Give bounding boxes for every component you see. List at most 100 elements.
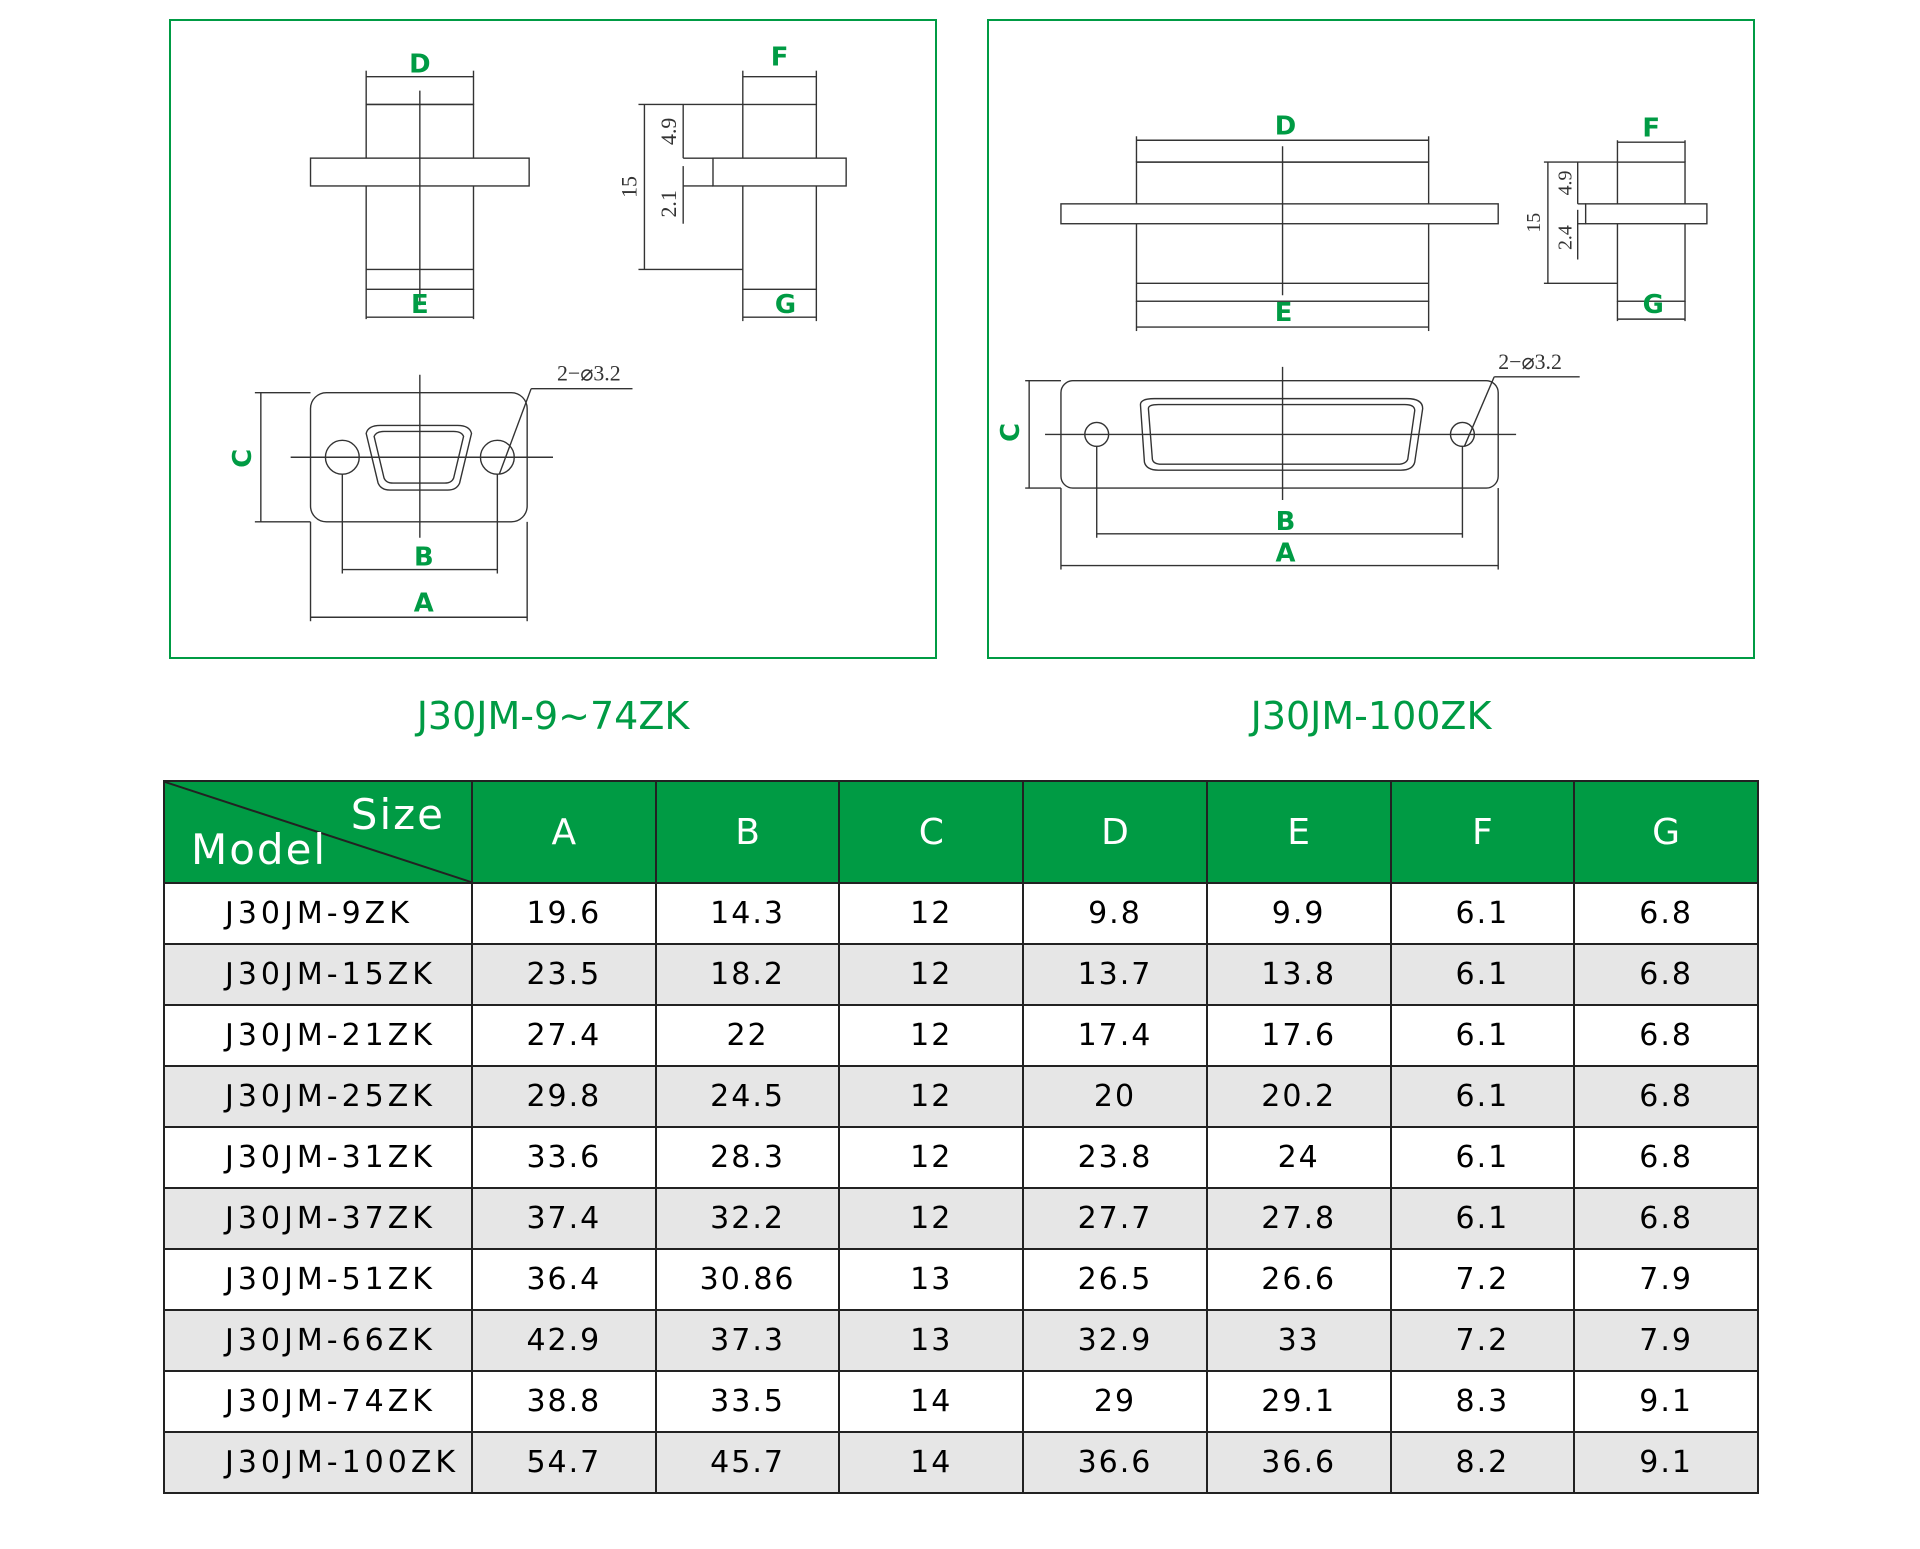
value-cell-g: 6.8 <box>1573 1004 1759 1067</box>
value-cell-d: 27.7 <box>1022 1187 1208 1250</box>
dim-flange: 2.4 <box>1555 225 1577 250</box>
column-header-a: A <box>471 780 657 884</box>
label-e: E <box>1275 298 1293 328</box>
value-cell-e: 17.6 <box>1205 1004 1392 1067</box>
dim-overall: 15 <box>617 176 641 198</box>
value-cell-d: 26.5 <box>1022 1248 1208 1311</box>
header-corner-cell: Size Model <box>163 780 473 884</box>
value-cell-d: 36.6 <box>1022 1431 1208 1494</box>
value-cell-a: 38.8 <box>471 1370 657 1433</box>
value-cell-d: 17.4 <box>1022 1004 1208 1067</box>
value-cell-c: 12 <box>838 943 1025 1006</box>
value-cell-c: 12 <box>838 1187 1025 1250</box>
value-cell-a: 23.5 <box>471 943 657 1006</box>
value-cell-d: 20 <box>1022 1065 1208 1128</box>
label-g: G <box>1643 290 1664 320</box>
value-cell-e: 29.1 <box>1205 1370 1392 1433</box>
value-cell-d: 13.7 <box>1022 943 1208 1006</box>
label-c: C <box>996 423 1026 442</box>
value-cell-a: 29.8 <box>471 1065 657 1128</box>
value-cell-a: 42.9 <box>471 1309 657 1372</box>
model-cell: J30JM-37ZK <box>163 1187 473 1250</box>
value-cell-e: 9.9 <box>1205 882 1392 945</box>
value-cell-e: 13.8 <box>1205 943 1392 1006</box>
model-cell: J30JM-51ZK <box>163 1248 473 1311</box>
value-cell-e: 36.6 <box>1205 1431 1392 1494</box>
side-flange <box>1584 203 1708 225</box>
value-cell-f: 6.1 <box>1389 1004 1576 1067</box>
value-cell-a: 27.4 <box>471 1004 657 1067</box>
value-cell-g: 6.8 <box>1573 1065 1759 1128</box>
label-b: B <box>414 543 434 573</box>
value-cell-a: 54.7 <box>471 1431 657 1494</box>
drawing-panel-100zk: D E F G C B A 15 4.9 2.4 2−⌀3.2 <box>987 19 1755 659</box>
shell-outer-d <box>1139 397 1424 471</box>
value-cell-e: 24 <box>1205 1126 1392 1189</box>
value-cell-a: 37.4 <box>471 1187 657 1250</box>
value-cell-f: 8.3 <box>1389 1370 1576 1433</box>
side-body <box>1616 161 1686 302</box>
shell-outer-d <box>365 424 473 491</box>
front-flange <box>1060 203 1499 225</box>
value-cell-b: 33.5 <box>654 1370 841 1433</box>
caption-100zk: J30JM-100ZK <box>1250 694 1492 738</box>
value-cell-d: 23.8 <box>1022 1126 1208 1189</box>
value-cell-b: 22 <box>654 1004 841 1067</box>
drawing-9-74zk: D E F G C B A 15 4.9 2.1 2−⌀3.2 <box>228 43 847 622</box>
model-cell: J30JM-21ZK <box>163 1004 473 1067</box>
label-d: D <box>409 50 430 80</box>
column-header-b: B <box>654 780 841 884</box>
model-cell: J30JM-25ZK <box>163 1065 473 1128</box>
value-cell-g: 9.1 <box>1573 1370 1759 1433</box>
value-cell-c: 13 <box>838 1248 1025 1311</box>
value-cell-g: 6.8 <box>1573 1126 1759 1189</box>
label-f: F <box>771 43 789 73</box>
value-cell-c: 13 <box>838 1309 1025 1372</box>
value-cell-b: 14.3 <box>654 882 841 945</box>
dim-flange: 2.1 <box>657 190 681 217</box>
dim-top: 4.9 <box>1555 171 1577 196</box>
value-cell-c: 14 <box>838 1370 1025 1433</box>
column-header-g: G <box>1573 780 1759 884</box>
side-flange <box>712 157 847 187</box>
dim-holes: 2−⌀3.2 <box>557 362 621 386</box>
drawing-panel-9-74zk: D E F G C B A 15 4.9 2.1 2−⌀3.2 <box>169 19 937 659</box>
value-cell-e: 27.8 <box>1205 1187 1392 1250</box>
value-cell-d: 32.9 <box>1022 1309 1208 1372</box>
value-cell-g: 6.8 <box>1573 882 1759 945</box>
value-cell-e: 33 <box>1205 1309 1392 1372</box>
label-e: E <box>411 290 429 320</box>
model-cell: J30JM-66ZK <box>163 1309 473 1372</box>
model-cell: J30JM-15ZK <box>163 943 473 1006</box>
value-cell-d: 29 <box>1022 1370 1208 1433</box>
label-b: B <box>1276 507 1296 537</box>
dim-holes: 2−⌀3.2 <box>1498 350 1562 374</box>
value-cell-c: 12 <box>838 882 1025 945</box>
value-cell-e: 20.2 <box>1205 1065 1392 1128</box>
value-cell-f: 8.2 <box>1389 1431 1576 1494</box>
table-header-row: Size Model A B C D E F G <box>163 780 1759 884</box>
value-cell-a: 33.6 <box>471 1126 657 1189</box>
value-cell-e: 26.6 <box>1205 1248 1392 1311</box>
value-cell-f: 6.1 <box>1389 882 1576 945</box>
column-header-c: C <box>838 780 1025 884</box>
label-c: C <box>228 449 258 468</box>
caption-9-74zk: J30JM-9~74ZK <box>416 694 690 738</box>
value-cell-b: 18.2 <box>654 943 841 1006</box>
shell-inner-d <box>1147 403 1416 465</box>
value-cell-g: 9.1 <box>1573 1431 1759 1494</box>
side-body <box>742 103 818 291</box>
value-cell-f: 6.1 <box>1389 1065 1576 1128</box>
model-cell: J30JM-9ZK <box>163 882 473 945</box>
value-cell-f: 6.1 <box>1389 943 1576 1006</box>
value-cell-c: 12 <box>838 1004 1025 1067</box>
header-model-label: Model <box>191 825 328 874</box>
